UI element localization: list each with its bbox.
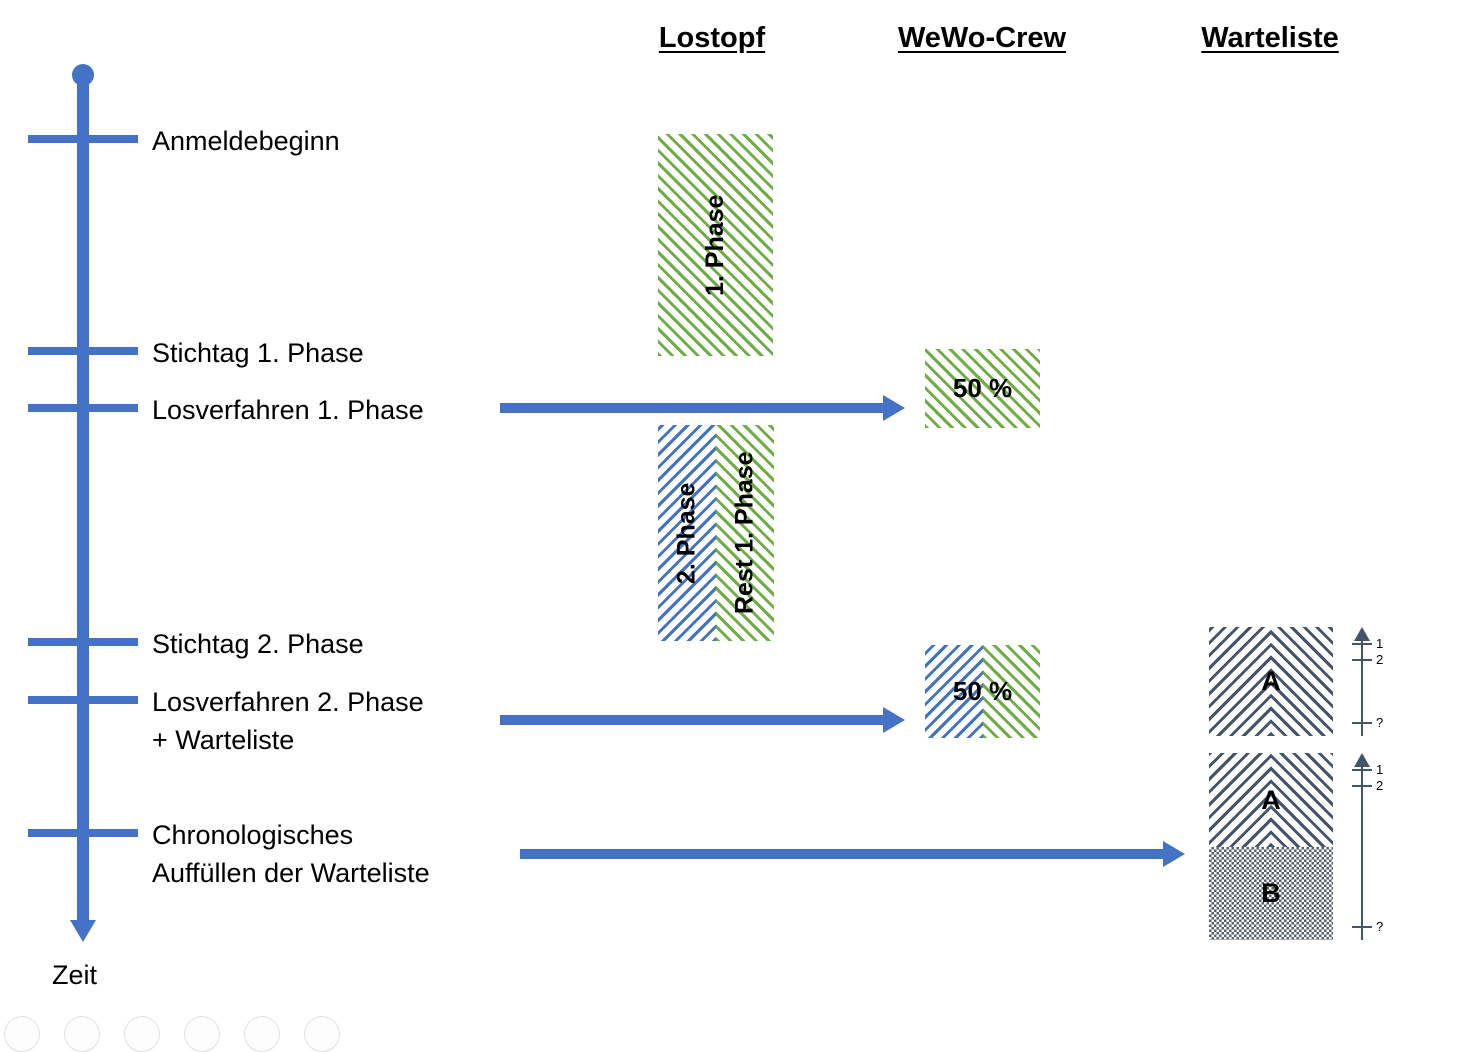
timeline-label-2: Losverfahren 1. Phase	[152, 395, 424, 425]
warteliste-block-ab-bottom-section-b: B	[1209, 847, 1333, 940]
arrow-head-icon	[883, 395, 905, 421]
gauge-tick-0	[1352, 769, 1372, 771]
timeline-tick-3	[28, 638, 138, 646]
arrow-head-icon	[883, 707, 905, 733]
timeline-end-arrow-icon	[70, 920, 96, 942]
arrow-shaft	[500, 715, 883, 725]
fill-hatch-green-fwd	[716, 425, 774, 641]
fill-hatch-slate-back	[1209, 627, 1271, 736]
timeline-tick-5	[28, 829, 138, 837]
timeline-tick-0	[28, 135, 138, 143]
fill-hatch-slate-fwd	[1271, 753, 1333, 847]
lostopf-phase-1: 1. Phase	[658, 134, 773, 356]
arrow-warteliste-fill	[520, 841, 1185, 867]
gauge-tick-label-2: ?	[1376, 715, 1384, 730]
warteliste-block-ab-bottom-section-a: A	[1209, 753, 1333, 847]
timeline-label-4: Losverfahren 2. Phase + Warteliste	[152, 687, 424, 756]
gauge-tick-label-0: 1	[1376, 762, 1384, 777]
column-header-wewo-crew: WeWo-Crew	[897, 22, 1067, 54]
decorative-dot	[4, 1016, 40, 1052]
timeline-label-3: Stichtag 2. Phase	[152, 629, 364, 659]
fill-hatch-blue-back	[925, 645, 983, 738]
column-header-lostopf: Lostopf	[658, 22, 766, 54]
timeline-label-5: Chronologisches Auffüllen der Warteliste	[152, 820, 430, 889]
fill-hatch-green-fwd	[983, 645, 1040, 738]
lostopf-rest-phase-1: Rest 1. Phase	[716, 425, 774, 641]
decorative-dot	[184, 1016, 220, 1052]
gauge-axis-line	[1361, 763, 1363, 940]
gauge-tick-label-2: ?	[1376, 919, 1384, 934]
gauge-tick-label-1: 2	[1376, 652, 1384, 667]
timeline-tick-4	[28, 696, 138, 704]
wewo-crew-50-percent-phase-2: 50 %	[925, 645, 1040, 738]
fill-hatch-blue-back	[658, 425, 716, 641]
timeline-label-1: Stichtag 1. Phase	[152, 338, 364, 368]
gauge-tick-0	[1352, 643, 1372, 645]
arrow-losverfahren-2	[500, 707, 905, 733]
wewo-crew-50-percent-phase-1: 50 %	[925, 349, 1040, 428]
fill-hatch-slate-back	[1209, 753, 1271, 847]
gauge-tick-1	[1352, 785, 1372, 787]
column-header-warteliste: Warteliste	[1201, 22, 1339, 54]
timeline-vertical-line	[77, 75, 89, 928]
gauge-tick-label-0: 1	[1376, 636, 1384, 651]
arrow-losverfahren-1	[500, 395, 905, 421]
gauge-tick-2	[1352, 926, 1372, 928]
timeline-tick-1	[28, 347, 138, 355]
decorative-dot	[304, 1016, 340, 1052]
arrow-shaft	[520, 849, 1163, 859]
fill-checker-gray	[1209, 847, 1333, 940]
fill-hatch-green-fwd	[658, 134, 773, 356]
gauge-tick-label-1: 2	[1376, 778, 1384, 793]
gauge-axis-line	[1361, 637, 1363, 736]
gauge-up-arrow-icon	[1354, 753, 1370, 767]
warteliste-block-a-top: A	[1209, 627, 1333, 736]
gauge-tick-1	[1352, 659, 1372, 661]
arrow-head-icon	[1163, 841, 1185, 867]
timeline-label-0: Anmeldebeginn	[152, 126, 340, 156]
arrow-shaft	[500, 403, 883, 413]
lostopf-phase-2: 2. Phase	[658, 425, 716, 641]
gauge-tick-2	[1352, 722, 1372, 724]
fill-hatch-slate-fwd	[1271, 627, 1333, 736]
fill-hatch-green-fwd	[925, 349, 1040, 428]
gauge-up-arrow-icon	[1354, 627, 1370, 641]
timeline-tick-2	[28, 404, 138, 412]
timeline-caption: Zeit	[52, 960, 98, 990]
decorative-dot	[64, 1016, 100, 1052]
decorative-dot	[124, 1016, 160, 1052]
decorative-dot	[244, 1016, 280, 1052]
warteliste-block-a-top-section-a: A	[1209, 627, 1333, 736]
